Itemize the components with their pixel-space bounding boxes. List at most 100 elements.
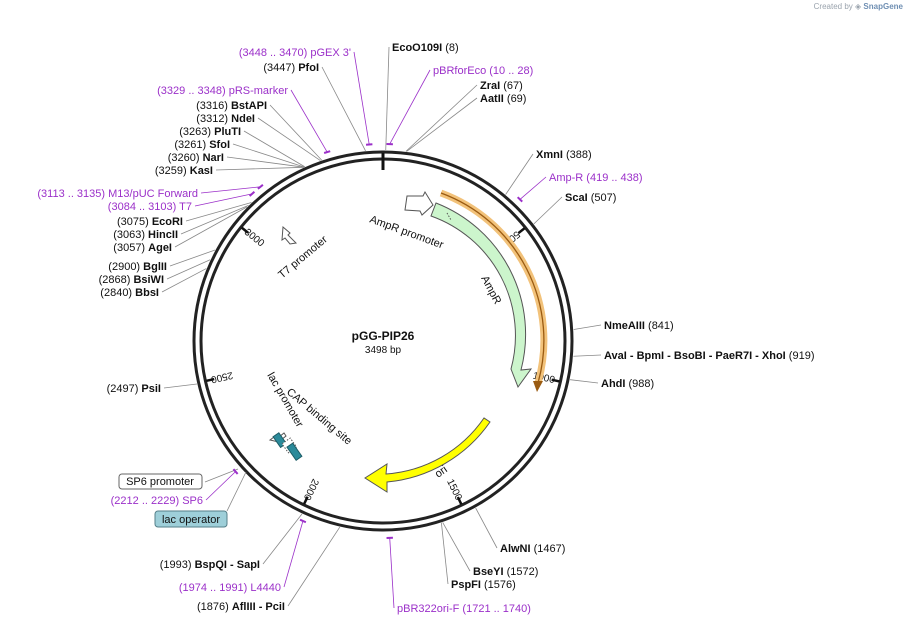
restriction-site[interactable]: EcoO109I (8) bbox=[385, 42, 459, 151]
restriction-site[interactable]: NmeAIII (841) bbox=[573, 320, 674, 332]
lac-operator-callout-box bbox=[154, 510, 228, 528]
primer-annotation[interactable]: pBR322ori-F (1721 .. 1740) bbox=[386, 536, 531, 615]
site-position: (988) bbox=[629, 378, 655, 390]
svg-text:ZraI (67): ZraI (67) bbox=[480, 80, 523, 92]
restriction-site[interactable]: (3259) KasI bbox=[155, 165, 304, 177]
site-name: ScaI bbox=[565, 192, 588, 204]
restriction-site[interactable]: ScaI (507) bbox=[533, 192, 617, 225]
svg-text:Amp-R (419 .. 438): Amp-R (419 .. 438) bbox=[549, 172, 643, 184]
svg-text:(3063) HincII: (3063) HincII bbox=[113, 229, 178, 241]
primer-labels: (3448 .. 3470) pGEX 3'pBRforEco (10 .. 2… bbox=[37, 47, 642, 615]
svg-text:(2840) BbsI: (2840) BbsI bbox=[100, 287, 159, 299]
svg-text:AlwNI (1467): AlwNI (1467) bbox=[500, 543, 565, 555]
primer-range: (3448 .. 3470) bbox=[239, 47, 308, 59]
plasmid-name: pGG-PIP26 bbox=[352, 329, 415, 343]
site-name: KasI bbox=[190, 165, 213, 177]
restriction-site[interactable]: AlwNI (1467) bbox=[475, 507, 566, 555]
lac-operator-label: lac operator bbox=[162, 514, 220, 526]
primer-name: pGEX 3' bbox=[310, 47, 351, 59]
restriction-site[interactable]: PspFI (1576) bbox=[441, 522, 516, 591]
svg-text:XmnI (388): XmnI (388) bbox=[536, 149, 592, 161]
svg-text:(3261) SfoI: (3261) SfoI bbox=[174, 139, 230, 151]
site-name: NarI bbox=[203, 152, 224, 164]
site-name: XmnI bbox=[536, 149, 563, 161]
restriction-site[interactable]: XmnI (388) bbox=[505, 149, 592, 195]
site-position: (8) bbox=[445, 42, 458, 54]
primer-mark bbox=[323, 150, 331, 154]
restriction-site[interactable]: (1876) AflIII - PciI bbox=[197, 526, 341, 613]
restriction-site[interactable]: AatII (69) bbox=[406, 93, 527, 152]
site-name: EcoRI bbox=[152, 216, 183, 228]
tick-label: 2500 bbox=[209, 369, 234, 385]
svg-text:NmeAIII (841): NmeAIII (841) bbox=[604, 320, 674, 332]
restriction-site[interactable]: BseYI (1572) bbox=[442, 522, 539, 578]
ampr-orf-line bbox=[440, 192, 545, 384]
primer-mark bbox=[516, 196, 523, 203]
site-name: EcoO109I bbox=[392, 42, 442, 54]
site-name: AlwNI bbox=[500, 543, 531, 555]
svg-text:(3057) AgeI: (3057) AgeI bbox=[113, 242, 172, 254]
sp6-promoter-box bbox=[118, 473, 203, 490]
restriction-site[interactable]: AhdI (988) bbox=[569, 378, 654, 390]
restriction-sites: EcoO109I (8) ZraI (67)AatII (69) XmnI (388… bbox=[99, 42, 815, 613]
site-position: (3075) bbox=[117, 216, 149, 228]
restriction-site[interactable]: (2497) PsiI bbox=[107, 383, 197, 395]
tick-mark bbox=[517, 227, 526, 235]
site-name: NmeAIII bbox=[604, 320, 645, 332]
site-name: AatII bbox=[480, 93, 504, 105]
site-name: SfoI bbox=[209, 139, 230, 151]
primer-annotation[interactable]: (3329 .. 3348) pRS-marker bbox=[157, 85, 331, 154]
svg-text:(3113 .. 3135) M13/pUC Forwa: (3113 .. 3135) M13/pUC Forward bbox=[37, 188, 198, 200]
site-position: (1467) bbox=[534, 543, 566, 555]
svg-text:AhdI (988): AhdI (988) bbox=[601, 378, 654, 390]
site-name: AhdI bbox=[601, 378, 625, 390]
primer-range: (3329 .. 3348) bbox=[157, 85, 226, 97]
primer-annotation[interactable]: (2212 .. 2229) SP6 bbox=[111, 468, 239, 507]
ampr-label: AmpR bbox=[478, 274, 503, 307]
restriction-site[interactable]: (2868) BsiWI bbox=[99, 259, 211, 286]
restriction-site[interactable]: (3075) EcoRI bbox=[117, 202, 252, 228]
t7-promoter-label: T7 promoter bbox=[276, 233, 330, 281]
primer-name: Amp-R bbox=[549, 172, 583, 184]
site-position: (3261) bbox=[174, 139, 206, 151]
site-name: AvaI - BpmI - BsoBI - PaeR7I - XhoI bbox=[604, 350, 786, 362]
restriction-site[interactable]: (3447) PfoI bbox=[263, 62, 366, 151]
restriction-site[interactable]: (3263) PluTI bbox=[179, 126, 305, 168]
svg-text:(2900) BglII: (2900) BglII bbox=[108, 261, 167, 273]
site-name: PluTI bbox=[214, 126, 241, 138]
restriction-site[interactable]: ZraI (67) bbox=[405, 80, 523, 152]
primer-annotation[interactable]: (3113 .. 3135) M13/pUC Forward bbox=[37, 184, 264, 200]
primer-range: (1974 .. 1991) bbox=[179, 582, 248, 594]
restriction-site[interactable]: (3316) BstAPI bbox=[196, 100, 322, 161]
primer-annotation[interactable]: (1974 .. 1991) L4440 bbox=[179, 518, 307, 594]
primer-mark bbox=[232, 468, 239, 475]
restriction-site[interactable]: (3261) SfoI bbox=[174, 139, 305, 168]
restriction-site[interactable]: (3260) NarI bbox=[168, 152, 304, 168]
primer-annotation[interactable]: (3084 .. 3103) T7 bbox=[108, 191, 256, 213]
restriction-site[interactable]: (1993) BspQI - SapI bbox=[160, 513, 303, 571]
svg-text:(1876) AflIII - PciI: (1876) AflIII - PciI bbox=[197, 601, 285, 613]
svg-text:pBR322ori-F (1721 .. 1740): pBR322ori-F (1721 .. 1740) bbox=[397, 603, 531, 615]
primer-annotation[interactable]: pBRforEco (10 .. 28) bbox=[386, 65, 534, 146]
restriction-site[interactable]: (3063) HincII bbox=[113, 205, 249, 241]
site-name: AflIII - PciI bbox=[232, 601, 285, 613]
svg-text:(3260) NarI: (3260) NarI bbox=[168, 152, 224, 164]
primer-name: pBR322ori-F bbox=[397, 603, 460, 615]
restriction-site[interactable]: (2840) BbsI bbox=[100, 268, 207, 299]
svg-text:(3312) NdeI: (3312) NdeI bbox=[196, 113, 255, 125]
primer-name: pRS-marker bbox=[229, 85, 289, 97]
site-name: PfoI bbox=[298, 62, 319, 74]
restriction-site[interactable]: (3057) AgeI bbox=[113, 206, 248, 254]
site-position: (3259) bbox=[155, 165, 187, 177]
primer-annotation[interactable]: (3448 .. 3470) pGEX 3' bbox=[239, 47, 373, 146]
site-position: (1993) bbox=[160, 559, 192, 571]
restriction-site[interactable]: (3312) NdeI bbox=[196, 113, 321, 161]
restriction-site[interactable]: AvaI - BpmI - BsoBI - PaeR7I - XhoI (919… bbox=[573, 350, 814, 362]
restriction-site[interactable]: (2900) BglII bbox=[108, 249, 216, 273]
plasmid-backbone bbox=[192, 150, 574, 532]
site-position: (1572) bbox=[507, 566, 539, 578]
svg-text:(3263) PluTI: (3263) PluTI bbox=[179, 126, 241, 138]
site-position: (3312) bbox=[196, 113, 228, 125]
primer-annotation[interactable]: Amp-R (419 .. 438) bbox=[516, 172, 643, 203]
